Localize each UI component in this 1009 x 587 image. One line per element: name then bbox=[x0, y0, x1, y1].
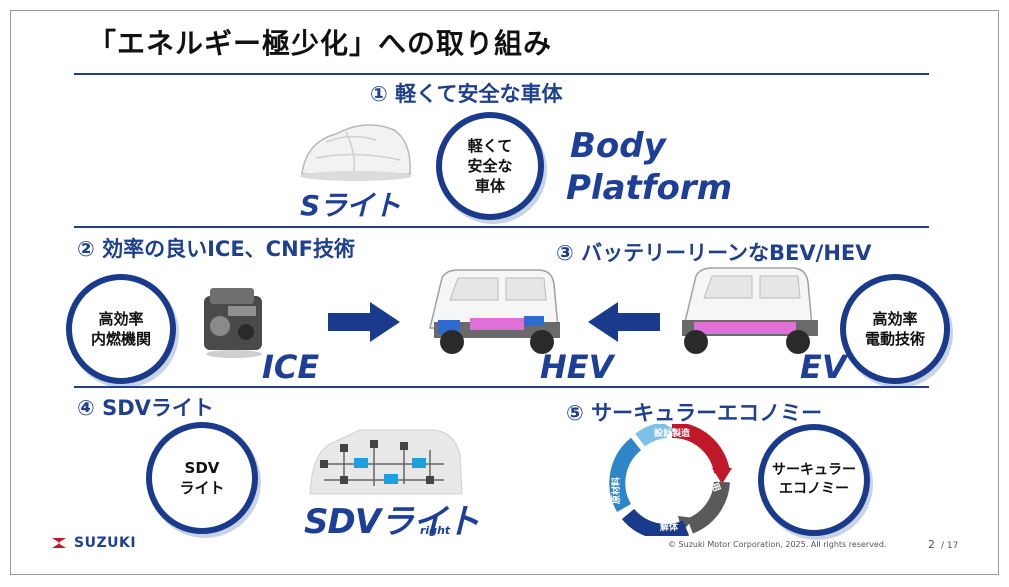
sdv-network-image bbox=[309, 429, 463, 495]
brand-platform: Platform bbox=[566, 168, 733, 208]
suzuki-logo-text: SUZUKI bbox=[74, 535, 137, 551]
circular-cycle-diagram bbox=[609, 424, 732, 536]
slide-frame bbox=[10, 10, 999, 575]
hev-chassis-image bbox=[429, 269, 560, 354]
suzuki-logo: SUZUKI bbox=[50, 535, 136, 551]
suzuki-s-icon bbox=[52, 538, 66, 548]
arrow-left bbox=[588, 302, 660, 342]
brand-body: Body bbox=[570, 126, 666, 166]
section-rule-2 bbox=[74, 386, 929, 388]
cycle-label-design: 設計製造 bbox=[654, 429, 691, 439]
section-3-heading: ③ バッテリーリーンなBEV/HEV bbox=[556, 241, 872, 265]
arrow-right bbox=[328, 302, 400, 342]
circle-light-safe-body: 軽くて 安全な 車体 bbox=[436, 112, 544, 220]
page-current: 2 bbox=[928, 538, 935, 551]
section-4-heading: ④ SDVライト bbox=[77, 396, 214, 420]
ev-chassis-image bbox=[682, 267, 818, 354]
label-ice: ICE bbox=[262, 348, 320, 386]
label-ev: EV bbox=[800, 348, 847, 386]
section-5-heading: ⑤ サーキュラーエコノミー bbox=[566, 401, 823, 425]
circle-efficient-ice: 高効率 内燃機関 bbox=[66, 274, 176, 384]
circle-efficient-electrification: 高効率 電動技術 bbox=[840, 274, 950, 384]
s-light-logo: Sライト bbox=[300, 189, 401, 222]
page-title: 「エネルギー極少化」への取り組み bbox=[88, 27, 553, 60]
section-2-heading: ② 効率の良いICE、CNF技術 bbox=[77, 237, 355, 261]
cycle-label-dismantle: 解体 bbox=[660, 523, 679, 533]
label-hev: HEV bbox=[540, 348, 614, 386]
engine-image bbox=[204, 288, 262, 358]
page-number: 2 / 17 bbox=[928, 538, 958, 551]
circle-sdv-light: SDV ライト bbox=[146, 422, 258, 534]
circle-circular-economy: サーキュラー エコノミー bbox=[758, 424, 870, 536]
section-rule-1 bbox=[74, 226, 929, 228]
section-1-heading: ① 軽くて安全な車体 bbox=[370, 82, 563, 106]
sdv-light-logo: SDVライト bbox=[304, 502, 480, 542]
title-rule bbox=[74, 73, 929, 75]
covered-car-image bbox=[300, 124, 412, 181]
sdv-light-sub: right bbox=[420, 524, 451, 537]
copyright: © Suzuki Motor Corporation, 2025. All ri… bbox=[668, 540, 887, 549]
page-total: / 17 bbox=[941, 541, 959, 551]
cycle-label-materials: 原材料 bbox=[612, 476, 623, 505]
